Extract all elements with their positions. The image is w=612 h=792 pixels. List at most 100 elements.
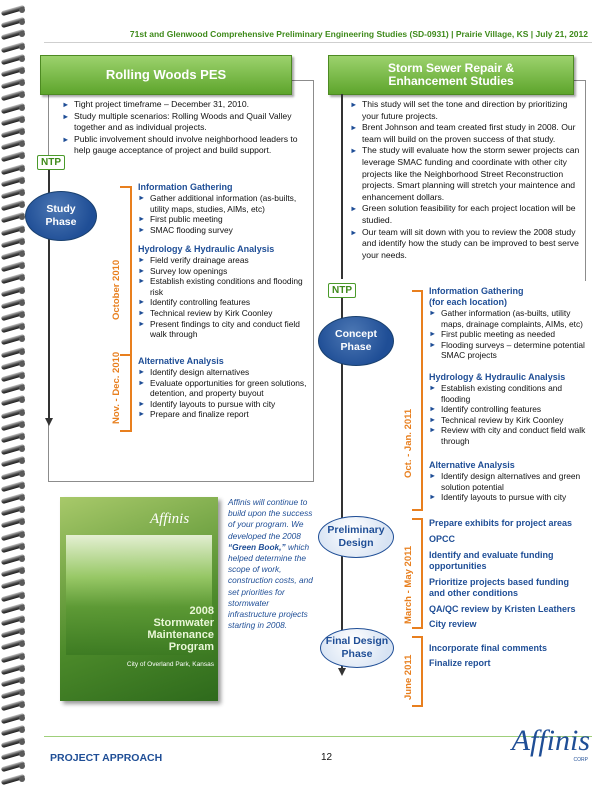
prelim-item: Prioritize projects based funding and ot… <box>429 577 570 598</box>
binding-hole <box>19 165 25 172</box>
binding-hole <box>19 43 25 50</box>
prelim-date-tick-top <box>412 518 423 520</box>
binding-hole <box>19 55 25 62</box>
section-title: Information Gathering <box>138 182 233 192</box>
prelim-items: Prepare exhibits for project areas OPCC … <box>429 518 587 630</box>
prelim-date-tick-bottom <box>412 627 423 629</box>
binding-hole <box>19 507 25 514</box>
binding-hole <box>19 482 25 489</box>
concept-phase-badge: Concept Phase <box>318 316 394 366</box>
concept-phase-label: Concept Phase <box>335 328 377 353</box>
note-text: which helped determine the scope of work… <box>228 541 313 631</box>
list-item: Present findings to city and conduct fie… <box>138 319 308 340</box>
left-intro-bullets: Tight project timeframe – December 31, 2… <box>62 99 302 157</box>
binding-hole <box>19 226 25 233</box>
final-item: Incorporate final comments <box>429 643 548 653</box>
binding-hole <box>19 373 25 379</box>
final-items: Incorporate final comments Finalize repo… <box>429 643 587 669</box>
binding-hole <box>19 629 25 636</box>
binding-hole <box>19 141 25 148</box>
binding-hole <box>19 543 25 550</box>
list-item: Survey low openings <box>138 266 308 277</box>
left-section-information: Information Gathering Gather additional … <box>138 182 308 235</box>
final-design-label: Final Design Phase <box>325 635 389 660</box>
binding-hole <box>19 592 25 599</box>
binding-hole <box>19 641 25 648</box>
note-highlight: “Green Book,” <box>228 541 286 552</box>
list-item: Field verify drainage areas <box>138 255 308 266</box>
page-number: 12 <box>321 752 333 763</box>
list-item: Public involvement should involve neighb… <box>62 134 302 157</box>
section-title: Information Gathering (for each location… <box>429 286 524 307</box>
section-title: Alternative Analysis <box>429 460 515 470</box>
binding-hole <box>19 678 25 684</box>
final-date-tick-top <box>412 636 423 638</box>
binding-hole <box>19 287 25 294</box>
list-item: SMAC flooding survey <box>138 225 308 236</box>
right-ntp-label: NTP <box>328 283 356 298</box>
list-item: Flooding surveys – determine potential S… <box>429 340 589 361</box>
green-book-note: Affinis will continue to build upon the … <box>228 497 316 631</box>
section-title: Hydrology & Hydraulic Analysis <box>429 372 566 382</box>
list-item: Identify design alternatives <box>138 367 308 378</box>
binding-hole <box>19 421 25 428</box>
list-item: Establish existing conditions and floodi… <box>429 383 589 404</box>
binding-hole <box>19 129 25 135</box>
final-design-badge: Final Design Phase <box>320 628 394 668</box>
section-list: Gather information (as-builts, utility m… <box>429 308 589 361</box>
binding-hole <box>19 251 25 257</box>
prelim-item: OPCC <box>429 534 456 544</box>
binding-hole <box>19 495 25 501</box>
prelim-date-rail <box>421 518 423 628</box>
binding-hole <box>19 568 25 575</box>
binding-hole <box>19 19 25 26</box>
prelim-item: City review <box>429 619 477 629</box>
list-item: Identify layouts to pursue with city <box>138 399 308 410</box>
list-item: First public meeting as needed <box>429 329 589 340</box>
binding-hole <box>19 714 25 721</box>
book-photo <box>66 535 212 655</box>
study-phase-label: Study Phase <box>45 203 77 228</box>
note-text: Affinis will continue to build upon the … <box>228 497 313 541</box>
final-item: Finalize report <box>429 658 491 668</box>
binding-hole <box>19 665 25 672</box>
list-item: Study multiple scenarios: Rolling Woods … <box>62 111 302 134</box>
binding-hole <box>19 556 25 562</box>
book-title: 2008 Stormwater Maintenance Program <box>147 605 214 653</box>
binding-hole <box>19 434 25 440</box>
binding-hole <box>19 531 25 538</box>
left-section-alternative: Alternative Analysis Identify design alt… <box>138 356 308 420</box>
section-title: Hydrology & Hydraulic Analysis <box>138 244 275 254</box>
left-date-tick-top <box>120 186 132 188</box>
list-item: Gather information (as-builts, utility m… <box>429 308 589 329</box>
right-banner: Storm Sewer Repair & Enhancement Studies <box>328 55 574 95</box>
binding-hole <box>19 458 25 465</box>
preliminary-design-label: Preliminary Design <box>327 524 385 549</box>
list-item: Technical review by Kirk Coonley <box>429 415 589 426</box>
list-item: Gather additional information (as-builts… <box>138 193 308 214</box>
section-list: Identify design alternatives and green s… <box>429 471 589 503</box>
binding-hole <box>19 360 25 367</box>
binding-hole <box>19 31 25 38</box>
footer-divider <box>44 736 592 737</box>
binding-hole <box>19 153 25 160</box>
list-item: Tight project timeframe – December 31, 2… <box>62 99 302 111</box>
concept-date: Oct. - Jan. 2011 <box>403 408 414 478</box>
binding-hole <box>19 397 25 404</box>
left-banner: Rolling Woods PES <box>40 55 292 95</box>
page-header: 71st and Glenwood Comprehensive Prelimin… <box>129 29 588 39</box>
final-date: June 2011 <box>403 654 414 700</box>
binding-hole <box>19 214 25 221</box>
binding-hole <box>19 68 25 74</box>
right-timeline-arrow <box>338 668 346 676</box>
binding-hole <box>19 617 25 623</box>
binding-hole <box>19 702 25 709</box>
binding-hole <box>19 751 25 758</box>
list-item: Identify design alternatives and green s… <box>429 471 589 492</box>
binding-hole <box>19 7 25 13</box>
left-timeline <box>48 170 50 420</box>
binding-hole <box>19 726 25 733</box>
binding-hole <box>19 336 25 343</box>
binding-hole <box>19 604 25 611</box>
binding-hole <box>19 446 25 453</box>
